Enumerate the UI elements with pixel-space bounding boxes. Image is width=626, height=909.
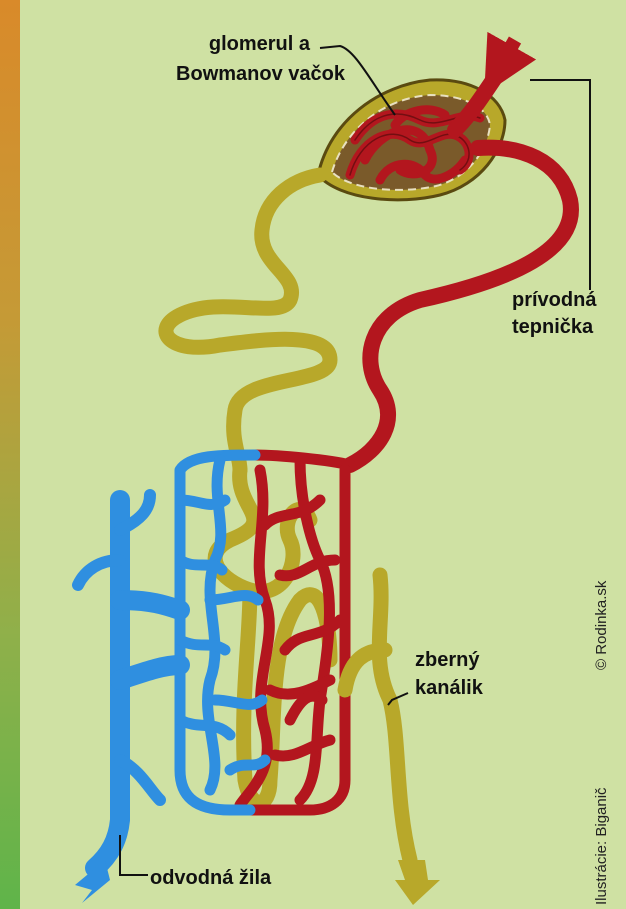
collecting-duct	[345, 575, 410, 860]
label-afferent-2: tepnička	[512, 316, 594, 338]
label-afferent-1: prívodná	[512, 289, 597, 311]
label-glomerulus-2: Bowmanov vačok	[176, 63, 346, 85]
label-vein: odvodná žila	[150, 867, 272, 889]
inflow-arrow	[498, 40, 515, 70]
credit-illustrator: Ilustrácie: Biganič	[593, 787, 610, 905]
label-collecting-2: kanálik	[415, 677, 484, 699]
duct-outflow-arrow	[395, 860, 440, 905]
credit-site: © Rodinka.sk	[593, 580, 610, 670]
label-collecting-1: zberný	[415, 649, 480, 671]
label-glomerulus-1: glomerul a	[209, 33, 311, 55]
